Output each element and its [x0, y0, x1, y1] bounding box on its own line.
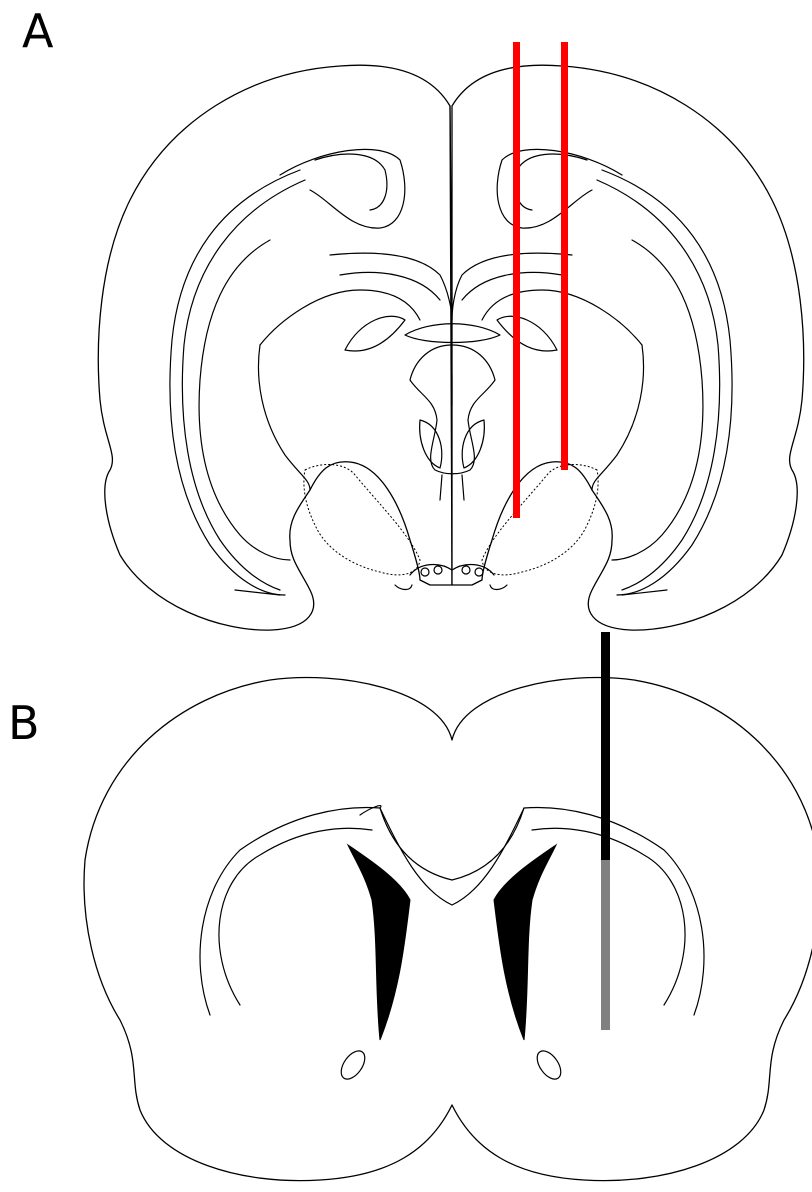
panel-a-brain-section [98, 65, 803, 630]
panel-b-outline [84, 678, 812, 1181]
panel-a-right-hemisphere [452, 65, 804, 630]
panel-b-probe-lower [601, 860, 610, 1030]
panel-b-brain-section [84, 678, 812, 1181]
panel-b-probe [601, 632, 610, 1030]
panel-a-left-hemisphere [98, 65, 452, 630]
panel-a-probe-left [513, 42, 520, 518]
panel-a-probe-right [561, 42, 568, 470]
panel-b-probe-upper [601, 632, 610, 860]
